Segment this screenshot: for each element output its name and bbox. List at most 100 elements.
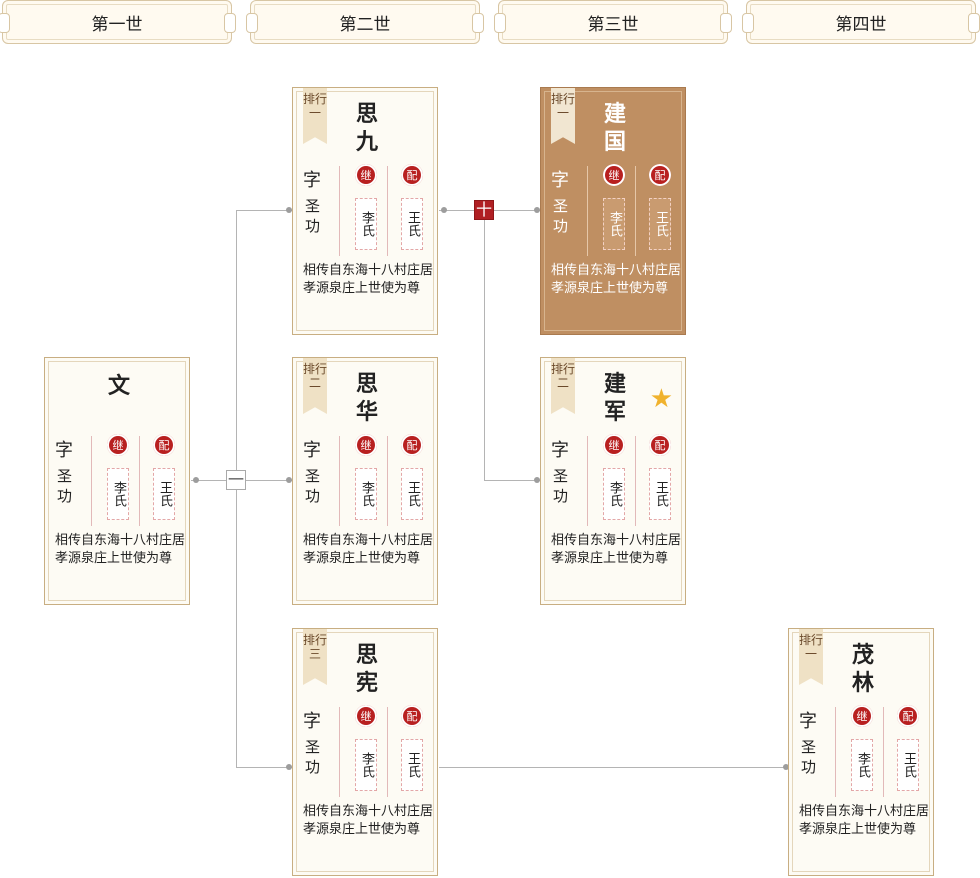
connector-line: [439, 767, 788, 768]
heir-seal-icon: 继: [355, 434, 377, 456]
biography: 相传自东海十八村庄居孝源泉庄上世使为尊: [799, 804, 930, 837]
courtesy-name: 圣功: [553, 467, 569, 505]
person-card-sihua[interactable]: 排行二 思华 字 圣功 继 配 李氏 王氏 相传自东海十八村庄居孝源泉庄上世使为…: [292, 357, 438, 605]
rank-ribbon: 排行一: [799, 629, 823, 685]
generation-label: 第四世: [835, 14, 887, 35]
divider: [835, 707, 836, 797]
courtesy-label: 字: [55, 440, 73, 461]
connector-dot: [193, 477, 199, 483]
heir-seal-icon: 继: [355, 164, 377, 186]
courtesy-name: 圣功: [305, 467, 321, 505]
spouse-seal-icon: 配: [649, 164, 671, 186]
generation-tab-4[interactable]: 第四世: [742, 0, 980, 44]
connector-line: [236, 767, 292, 768]
biography: 相传自东海十八村庄居孝源泉庄上世使为尊: [55, 533, 186, 566]
heir-name: 李氏: [603, 468, 625, 520]
courtesy-name: 圣功: [801, 738, 817, 776]
courtesy-label: 字: [303, 711, 321, 732]
heir-seal-icon: 继: [603, 164, 625, 186]
divider: [587, 166, 588, 256]
divider: [587, 436, 588, 526]
generation-tab-3[interactable]: 第三世: [494, 0, 732, 44]
expand-button[interactable]: 十: [474, 200, 494, 220]
person-name: 思九: [355, 101, 378, 155]
spouse-name: 王氏: [649, 468, 671, 520]
person-card-jianguo[interactable]: 排行一 建国 字 圣功 继 配 李氏 王氏 相传自东海十八村庄居孝源泉庄上世使为…: [540, 87, 686, 335]
rank-ribbon: 排行一: [303, 88, 327, 144]
heir-name: 李氏: [355, 468, 377, 520]
connector-dot: [534, 477, 540, 483]
courtesy-label: 字: [303, 170, 321, 191]
generation-label: 第三世: [587, 14, 639, 35]
spouse-name: 王氏: [897, 739, 919, 791]
connector-dot: [286, 764, 292, 770]
collapse-button[interactable]: 一: [226, 470, 246, 490]
generation-tab-1[interactable]: 第一世: [0, 0, 236, 44]
spouse-seal-icon: 配: [153, 434, 175, 456]
person-card-jianjun[interactable]: 排行二 建军 ★ 字 圣功 继 配 李氏 王氏 相传自东海十八村庄居孝源泉庄上世…: [540, 357, 686, 605]
divider: [91, 436, 92, 526]
rank-ribbon: 排行一: [551, 88, 575, 144]
person-name: 文: [107, 373, 130, 399]
spouse-seal-icon: 配: [897, 705, 919, 727]
courtesy-label: 字: [799, 711, 817, 732]
person-name: 建国: [603, 101, 626, 155]
heir-seal-icon: 继: [851, 705, 873, 727]
person-card-maolin[interactable]: 排行一 茂林 字 圣功 继 配 李氏 王氏 相传自东海十八村庄居孝源泉庄上世使为…: [788, 628, 934, 876]
courtesy-name: 圣功: [305, 738, 321, 776]
heir-name: 李氏: [355, 198, 377, 250]
rank-ribbon: 排行二: [303, 358, 327, 414]
connector-line: [236, 210, 292, 211]
person-name: 建军: [603, 371, 626, 425]
divider: [339, 707, 340, 797]
heir-name: 李氏: [107, 468, 129, 520]
generation-label: 第二世: [339, 14, 391, 35]
connector-dot: [783, 764, 789, 770]
person-name: 思华: [355, 371, 378, 425]
divider: [387, 436, 388, 526]
connector-dot: [534, 207, 540, 213]
generation-label: 第一世: [91, 14, 143, 35]
connector-dot: [286, 207, 292, 213]
courtesy-label: 字: [551, 440, 569, 461]
biography: 相传自东海十八村庄居孝源泉庄上世使为尊: [551, 263, 682, 296]
divider: [387, 707, 388, 797]
person-name: 茂林: [851, 642, 874, 696]
spouse-name: 王氏: [649, 198, 671, 250]
spouse-name: 王氏: [401, 468, 423, 520]
courtesy-label: 字: [303, 440, 321, 461]
divider: [339, 166, 340, 256]
heir-name: 李氏: [355, 739, 377, 791]
connector-dot: [286, 477, 292, 483]
person-card-sijiu[interactable]: 排行一 思九 字 圣功 继 配 李氏 王氏 相传自东海十八村庄居孝源泉庄上世使为…: [292, 87, 438, 335]
spouse-seal-icon: 配: [649, 434, 671, 456]
divider: [635, 166, 636, 256]
heir-name: 李氏: [603, 198, 625, 250]
rank-ribbon: 排行二: [551, 358, 575, 414]
person-card-sixian[interactable]: 排行三 思宪 字 圣功 继 配 李氏 王氏 相传自东海十八村庄居孝源泉庄上世使为…: [292, 628, 438, 876]
person-name: 思宪: [355, 642, 378, 696]
biography: 相传自东海十八村庄居孝源泉庄上世使为尊: [551, 533, 682, 566]
spouse-seal-icon: 配: [401, 434, 423, 456]
heir-seal-icon: 继: [603, 434, 625, 456]
heir-seal-icon: 继: [355, 705, 377, 727]
spouse-seal-icon: 配: [401, 705, 423, 727]
spouse-name: 王氏: [401, 198, 423, 250]
rank-ribbon: 排行三: [303, 629, 327, 685]
biography: 相传自东海十八村庄居孝源泉庄上世使为尊: [303, 533, 434, 566]
spouse-seal-icon: 配: [401, 164, 423, 186]
biography: 相传自东海十八村庄居孝源泉庄上世使为尊: [303, 804, 434, 837]
connector-dot: [441, 207, 447, 213]
biography: 相传自东海十八村庄居孝源泉庄上世使为尊: [303, 263, 434, 296]
person-card-wen[interactable]: 文 字 圣功 继 配 李氏 王氏 相传自东海十八村庄居孝源泉庄上世使为尊: [44, 357, 190, 605]
courtesy-name: 圣功: [553, 197, 569, 235]
divider: [387, 166, 388, 256]
heir-seal-icon: 继: [107, 434, 129, 456]
heir-name: 李氏: [851, 739, 873, 791]
star-icon: ★: [649, 384, 673, 414]
connector-line: [484, 480, 540, 481]
divider: [883, 707, 884, 797]
courtesy-label: 字: [551, 170, 569, 191]
generation-tab-2[interactable]: 第二世: [246, 0, 484, 44]
spouse-name: 王氏: [401, 739, 423, 791]
